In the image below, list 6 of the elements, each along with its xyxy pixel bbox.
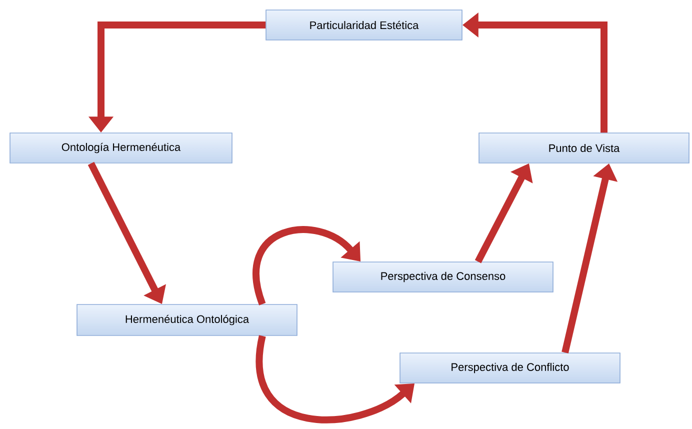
process-box: Perspectiva de Conflicto [400, 352, 620, 384]
process-box: Perspectiva de Consenso [332, 262, 554, 292]
process-box: Punto de Vista [478, 132, 690, 164]
process-box: Particularidad Estética [266, 10, 462, 40]
process-box: Hermenéutica Ontológica [76, 304, 298, 336]
process-box: Ontología Hermenéutica [10, 132, 232, 164]
